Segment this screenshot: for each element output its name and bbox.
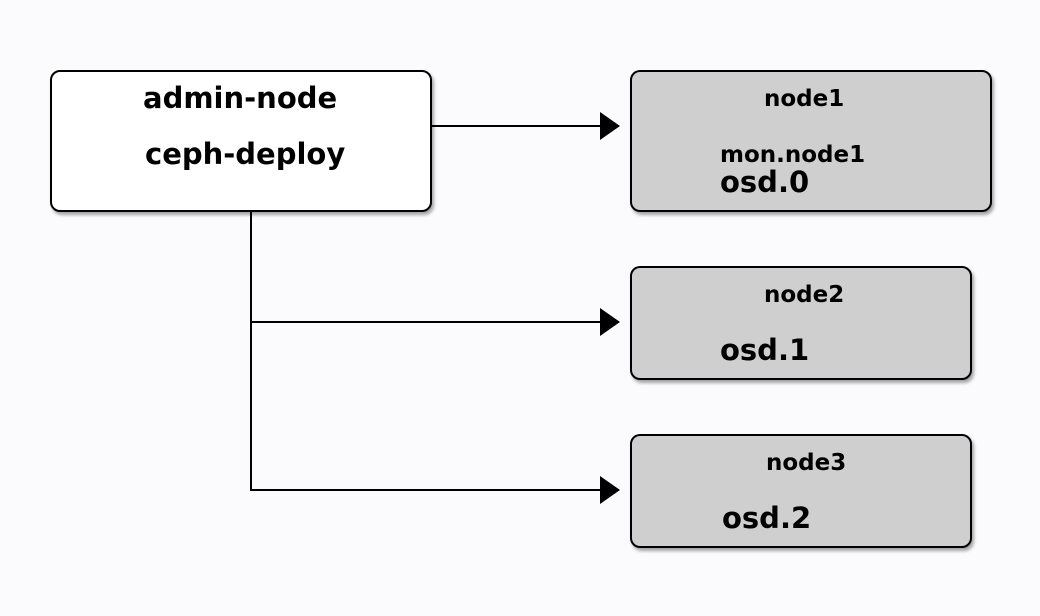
node3-box: [630, 434, 972, 548]
admin-node-box: [50, 70, 432, 212]
node1-service-mon: mon.node1: [720, 142, 866, 168]
node1-service-osd: osd.0: [720, 165, 810, 199]
node3-name: node3: [766, 450, 847, 476]
admin-node-tool: ceph-deploy: [145, 137, 346, 171]
node2-box: [630, 266, 972, 380]
arrowhead-node1: [600, 112, 620, 140]
arrowhead-node2: [600, 308, 620, 336]
arrowhead-node3: [600, 476, 620, 504]
node2-name: node2: [764, 282, 845, 308]
node3-service-osd: osd.2: [722, 501, 812, 535]
node2-service-osd: osd.1: [720, 333, 810, 367]
node1-name: node1: [764, 86, 845, 112]
admin-node-title: admin-node: [143, 81, 338, 115]
node1-box: [630, 70, 992, 212]
